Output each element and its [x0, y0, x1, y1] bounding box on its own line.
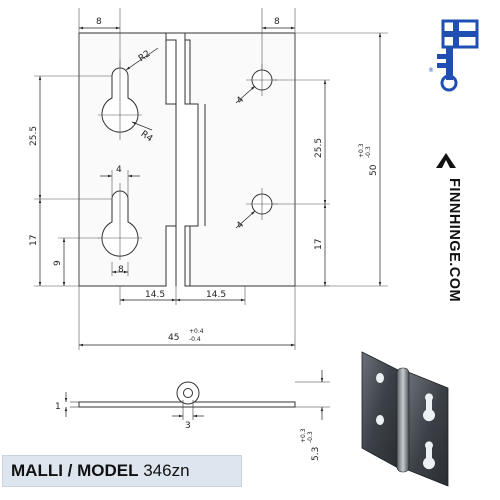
dim-width-45-tol-upper: +0.4 — [189, 328, 204, 335]
dim-knuckle-tol-upper: +0.3 — [300, 428, 307, 443]
dim-top-right-8: 8 — [274, 17, 280, 27]
dim-thickness-1: 1 — [55, 402, 61, 412]
dimension-lines — [38, 26, 382, 347]
dim-half-14-5-right: 14.5 — [206, 290, 226, 300]
dim-half-14-5-left: 14.5 — [145, 290, 165, 300]
knuckle-lines — [166, 32, 206, 286]
side-view — [70, 381, 330, 420]
website-url: FINNHINGE.COM — [446, 178, 462, 303]
dim-width-45: 45 — [168, 333, 179, 343]
dim-height-50: 50 — [369, 164, 379, 176]
website-text-vertical: FINNHINGE.COM — [436, 178, 462, 326]
dim-hole-4-bottom: 4 — [235, 220, 246, 231]
dim-knuckle-5-3: 5.3 — [311, 447, 321, 461]
hinge-3d-render — [361, 351, 449, 487]
dim-right-25-5: 25.5 — [314, 138, 324, 158]
dim-left-17: 17 — [29, 235, 39, 246]
finnish-key-logo: ® — [428, 19, 479, 92]
dim-left-25-5: 25.5 — [29, 126, 39, 146]
dim-slot-bottom-8: 8 — [118, 265, 124, 275]
dim-width-45-tol-lower: -0.4 — [189, 336, 201, 343]
model-number: 346zn — [143, 461, 190, 480]
model-label: MALLI / MODEL 346zn — [11, 461, 190, 481]
registered-mark: ® — [428, 67, 434, 74]
dim-right-17: 17 — [314, 239, 324, 250]
finnhinge-logo-mark — [436, 153, 456, 168]
right-leaf-outline — [184, 32, 296, 287]
side-view-dimensions — [64, 370, 324, 420]
dim-top-left-8: 8 — [96, 17, 102, 27]
center-lines — [98, 60, 278, 260]
model-prefix: MALLI / MODEL — [11, 461, 139, 480]
dim-height-50-tol-lower: -0.3 — [365, 146, 372, 158]
dim-left-9: 9 — [53, 260, 63, 266]
dim-height-50-tol-upper: +0.3 — [358, 143, 365, 158]
dim-knuckle-tol-lower: -0.3 — [307, 431, 314, 443]
dim-knuckle-3: 3 — [185, 421, 191, 431]
model-label-box: MALLI / MODEL 346zn — [2, 455, 242, 487]
dim-slot-width-4: 4 — [116, 165, 122, 175]
dim-hole-4-top: 4 — [235, 95, 246, 106]
